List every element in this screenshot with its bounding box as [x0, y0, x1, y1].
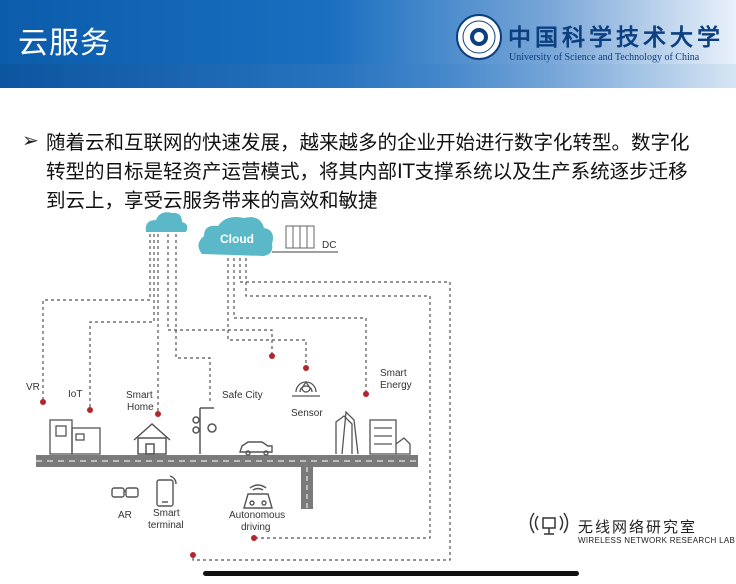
label-vr: VR — [26, 382, 40, 393]
header-stripe — [0, 64, 736, 88]
lab-name-en: WIRELESS NETWORK RESEARCH LAB — [578, 536, 736, 545]
label-smart-home-1: Smart — [126, 390, 153, 401]
slide-title: 云服务 — [18, 26, 111, 61]
label-iot: IoT — [68, 389, 82, 400]
sensor-icon — [292, 380, 320, 397]
autonomous-car-icon — [243, 484, 273, 509]
label-smart-home-2: Home — [127, 402, 154, 413]
label-autonomous-2: driving — [241, 522, 270, 533]
smartphone-icon — [156, 475, 177, 507]
label-smart-energy-1: Smart — [380, 368, 407, 379]
lab-logo-icon — [529, 512, 569, 535]
university-seal-icon — [456, 14, 502, 60]
dashed-connections — [42, 234, 451, 561]
car-icon — [239, 441, 273, 456]
label-smart-terminal-2: terminal — [148, 520, 184, 531]
home-indicator-bar[interactable] — [203, 571, 579, 576]
university-name-en: University of Science and Technology of … — [509, 52, 700, 63]
ar-glasses-icon — [111, 487, 139, 498]
slide-paragraph: 随着云和互联网的快速发展，越来越多的企业开始进行数字化转型。数字化转型的目标是轻… — [46, 131, 690, 212]
label-sensor: Sensor — [291, 408, 323, 419]
iot-devices-icon — [49, 419, 101, 455]
cloud-label: Cloud — [220, 232, 254, 246]
city-buildings-icon — [335, 410, 411, 455]
slide-header — [0, 0, 736, 88]
endpoint-dots — [40, 353, 369, 558]
smart-home-icon — [133, 422, 171, 455]
big-cloud-icon — [198, 217, 273, 256]
small-cloud-icon — [145, 212, 188, 232]
label-ar: AR — [118, 510, 132, 521]
street-lamp-icon — [192, 407, 217, 454]
university-name-cn: 中国科学技术大学 — [508, 24, 724, 51]
lab-name-cn: 无线网络研究室 — [578, 518, 698, 536]
label-smart-terminal-1: Smart — [153, 508, 180, 519]
label-smart-energy-2: Energy — [380, 380, 412, 391]
server-rack-icon — [285, 225, 315, 249]
label-autonomous-1: Autonomous — [229, 510, 285, 521]
bullet-arrow-icon: ➢ — [22, 128, 39, 152]
dc-label: DC — [322, 240, 336, 251]
label-safe-city: Safe City — [222, 390, 263, 401]
